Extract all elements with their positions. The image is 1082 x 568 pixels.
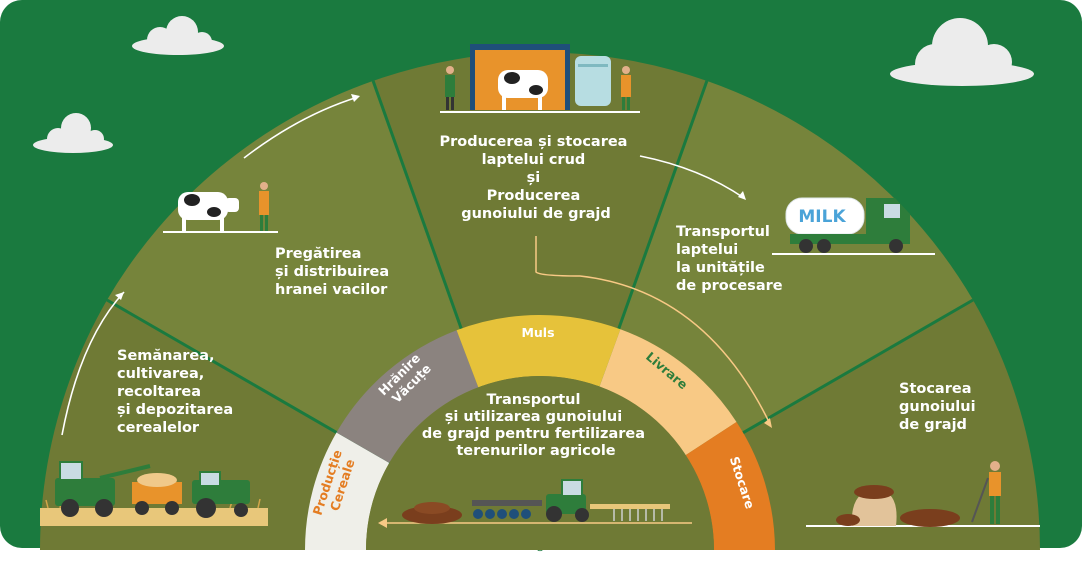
ring-segment-livrare [599, 329, 737, 456]
flow-arrow [243, 94, 360, 159]
ring-segment-productie [305, 432, 390, 550]
ring-label-muls: Muls [521, 325, 554, 340]
sector-producerea [373, 52, 707, 551]
stage-label-semanarea: Semănarea, cultivarea, recoltarea și dep… [117, 348, 238, 436]
cloud-icon [33, 113, 113, 153]
cloud-icon [890, 18, 1034, 86]
flow-arrow [639, 155, 746, 200]
milk-truck-icon: MILK [772, 197, 935, 255]
stage-label-pregatirea: Pregătirea și distribuirea hranei vacilo… [275, 246, 394, 298]
milk-truck-text: MILK [798, 207, 846, 227]
harvester-tractor-icon [40, 461, 268, 526]
manure-storage-icon [806, 461, 1040, 527]
manure-spreader-tractor-icon [402, 479, 670, 524]
cloud-icon [132, 16, 224, 55]
cow-farmer-icon [163, 182, 278, 233]
ring-segment-muls [456, 314, 621, 388]
flow-arrow [61, 291, 125, 436]
stage-label-producerea: Producerea și stocarea laptelui crud și … [439, 134, 632, 222]
stage-label-transportul-laptelui: Transportul laptelui la unitățile de pro… [676, 224, 783, 294]
flow-arrow [535, 236, 772, 428]
ring-segment-stocare [685, 422, 775, 550]
milking-barn-icon [440, 44, 640, 113]
ring-segment-hranire [336, 330, 479, 463]
center-label: Transportul și utilizarea gunoiului de g… [422, 392, 650, 459]
stage-label-stocarea-gunoiului: Stocarea gunoiului de grajd [899, 381, 981, 433]
